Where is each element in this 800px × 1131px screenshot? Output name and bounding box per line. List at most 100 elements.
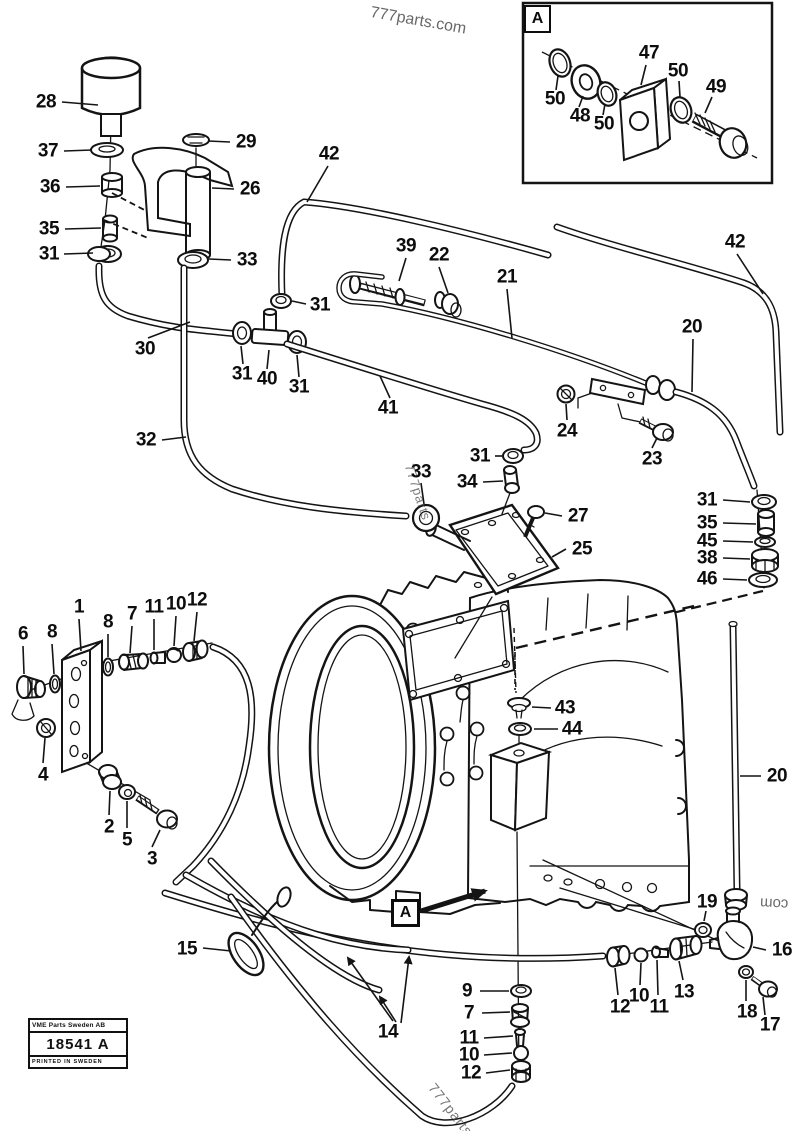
callout-50: 50 [593,113,615,135]
callout-46: 46 [696,568,718,590]
callout-35: 35 [38,218,60,240]
breather-group [80,56,234,269]
callout-19: 19 [696,891,718,913]
callout-3: 3 [146,848,158,870]
callout-34: 34 [456,471,478,493]
callout-9: 9 [461,980,473,1002]
callout-14: 14 [377,1021,399,1043]
callout-31: 31 [288,376,310,398]
callout-13: 13 [673,981,695,1003]
hose-41 [283,340,541,454]
callout-20: 20 [681,316,703,338]
callout-37: 37 [37,140,59,162]
stamp-line1: VME Parts Sweden AB [30,1020,126,1033]
bottom-right-assembly [604,906,778,998]
drain-parts-43-44 [507,627,532,750]
callout-50: 50 [667,60,689,82]
stamp-line2: PRINTED IN SWEDEN [30,1055,126,1067]
callout-8: 8 [46,621,58,643]
bolt-23 [638,416,674,442]
hose-42-right [553,223,784,436]
callout-12: 12 [609,996,631,1018]
callout-49: 49 [705,76,727,98]
bolt-39-fitting-22 [349,274,462,318]
callout-31: 31 [231,363,253,385]
callout-45: 45 [696,530,718,552]
callout-8: 8 [102,611,114,633]
callout-39: 39 [395,235,417,257]
callout-4: 4 [37,764,49,786]
right-parts-column [577,489,779,638]
inset-box [521,1,774,185]
callout-11: 11 [649,996,669,1018]
callout-36: 36 [39,176,61,198]
hose-30 [87,246,240,338]
callout-31: 31 [469,445,491,467]
callout-28: 28 [35,91,57,113]
callout-47: 47 [638,42,660,64]
callout-23: 23 [641,448,663,470]
hose-bundle-14 [161,857,607,1127]
callout-21: 21 [496,266,518,288]
hose-32 [180,264,410,520]
inset-a-marker: A [524,5,551,33]
callout-10: 10 [628,985,650,1007]
nut-24 [556,384,576,404]
callout-44: 44 [561,718,583,740]
section-a-marker: A [391,899,420,927]
clamp-15 [227,886,292,977]
callout-10: 10 [458,1044,480,1066]
callout-16: 16 [771,939,793,961]
callout-22: 22 [428,244,450,266]
inset-bolt-49 [691,112,749,159]
callout-31: 31 [696,489,718,511]
pipe-21 [336,271,651,387]
callout-31: 31 [38,243,60,265]
callout-11: 11 [144,596,164,618]
callout-27: 27 [567,505,589,527]
callout-2: 2 [103,816,115,838]
callout-29: 29 [235,131,257,153]
valve-block-1-group [11,639,256,886]
inset-block-47 [618,77,672,162]
callout-6: 6 [17,623,29,645]
callout-50: 50 [544,88,566,110]
pipe-bracket [577,377,647,424]
callout-11: 11 [459,1027,479,1049]
inset-leader-lines [555,64,713,116]
bell-housing [267,569,516,915]
callout-30: 30 [134,338,156,360]
callout-35: 35 [696,512,718,534]
callout-41: 41 [377,397,399,419]
callout-18: 18 [736,1001,758,1023]
hose-20-upper [645,375,758,490]
leader-lines [22,101,767,1074]
callout-31: 31 [309,294,331,316]
callout-7: 7 [463,1002,475,1024]
callout-40: 40 [256,368,278,390]
callout-12: 12 [460,1062,482,1084]
stamp-box: VME Parts Sweden AB 18541 A PRINTED IN S… [28,1018,128,1069]
bottom-center-column [510,984,532,1083]
callout-15: 15 [176,938,198,960]
watermark-right-edge: com [759,894,789,913]
callout-33: 33 [236,249,258,271]
callout-24: 24 [556,420,578,442]
callout-32: 32 [135,429,157,451]
callout-42: 42 [724,231,746,253]
callout-17: 17 [759,1014,781,1036]
callout-33: 33 [410,461,432,483]
section-a-arrow [420,888,488,914]
hose-42-left [270,198,552,309]
valve-block-on-housing [487,741,553,1081]
pipe-20-vertical [724,620,748,911]
callout-42: 42 [318,143,340,165]
callout-26: 26 [239,178,261,200]
callout-38: 38 [696,547,718,569]
callout-12: 12 [186,589,208,611]
callout-43: 43 [554,697,576,719]
callout-10: 10 [165,593,187,615]
plate-25-group [411,448,560,659]
